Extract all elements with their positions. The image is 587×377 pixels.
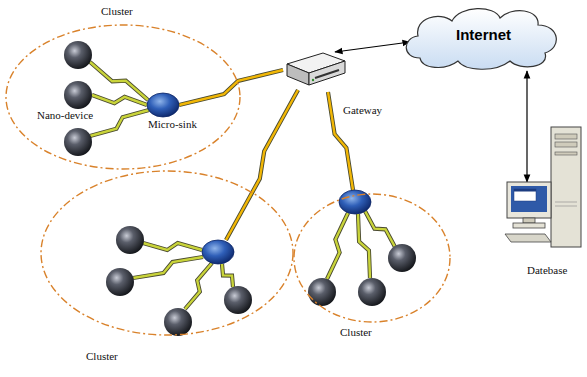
lightning-link xyxy=(185,263,212,309)
cluster-region: Cluster xyxy=(292,190,454,342)
arrow-connector xyxy=(526,71,527,182)
cloud-label: Internet xyxy=(400,26,567,44)
lightning-link xyxy=(90,62,148,100)
cluster-region-outline xyxy=(292,190,454,342)
micro-sinks xyxy=(202,190,371,264)
lightning-link xyxy=(358,214,370,278)
node-label: Datebase xyxy=(527,264,567,277)
cluster-region-outline xyxy=(38,168,296,373)
lightning-link xyxy=(365,211,395,247)
internet-cloud: Internet xyxy=(400,3,567,71)
gateway-device: Gateway xyxy=(283,48,385,119)
nano-link-bolts xyxy=(90,62,395,309)
node-label: Cluster xyxy=(86,350,118,363)
node-label: Micro-sink xyxy=(148,118,197,131)
lightning-link xyxy=(179,70,283,105)
lightning-link xyxy=(92,95,147,105)
node-label: Gateway xyxy=(343,104,382,117)
node-label: Nano-device xyxy=(37,109,93,122)
lightning-link xyxy=(133,257,203,278)
lightning-link xyxy=(222,264,233,287)
nano-devices xyxy=(64,41,416,336)
database-computer-outline xyxy=(505,182,585,277)
nano-device: Nano-device xyxy=(43,81,113,124)
cluster-region: ClusterNano-deviceMicro-sink xyxy=(3,4,243,172)
node-label: Cluster xyxy=(340,326,372,339)
lightning-link xyxy=(143,243,202,250)
gateway-link-bolts xyxy=(226,90,353,240)
lightning-link xyxy=(90,110,149,136)
node-label: Cluster xyxy=(101,5,133,18)
lightning-link xyxy=(327,213,348,279)
micro-sink: Micro-sink xyxy=(128,93,199,133)
cluster-region-outline xyxy=(3,4,243,172)
arrow-connector xyxy=(335,42,410,52)
database-computer: Datebase xyxy=(505,182,585,279)
cluster-region: Cluster xyxy=(38,168,296,373)
